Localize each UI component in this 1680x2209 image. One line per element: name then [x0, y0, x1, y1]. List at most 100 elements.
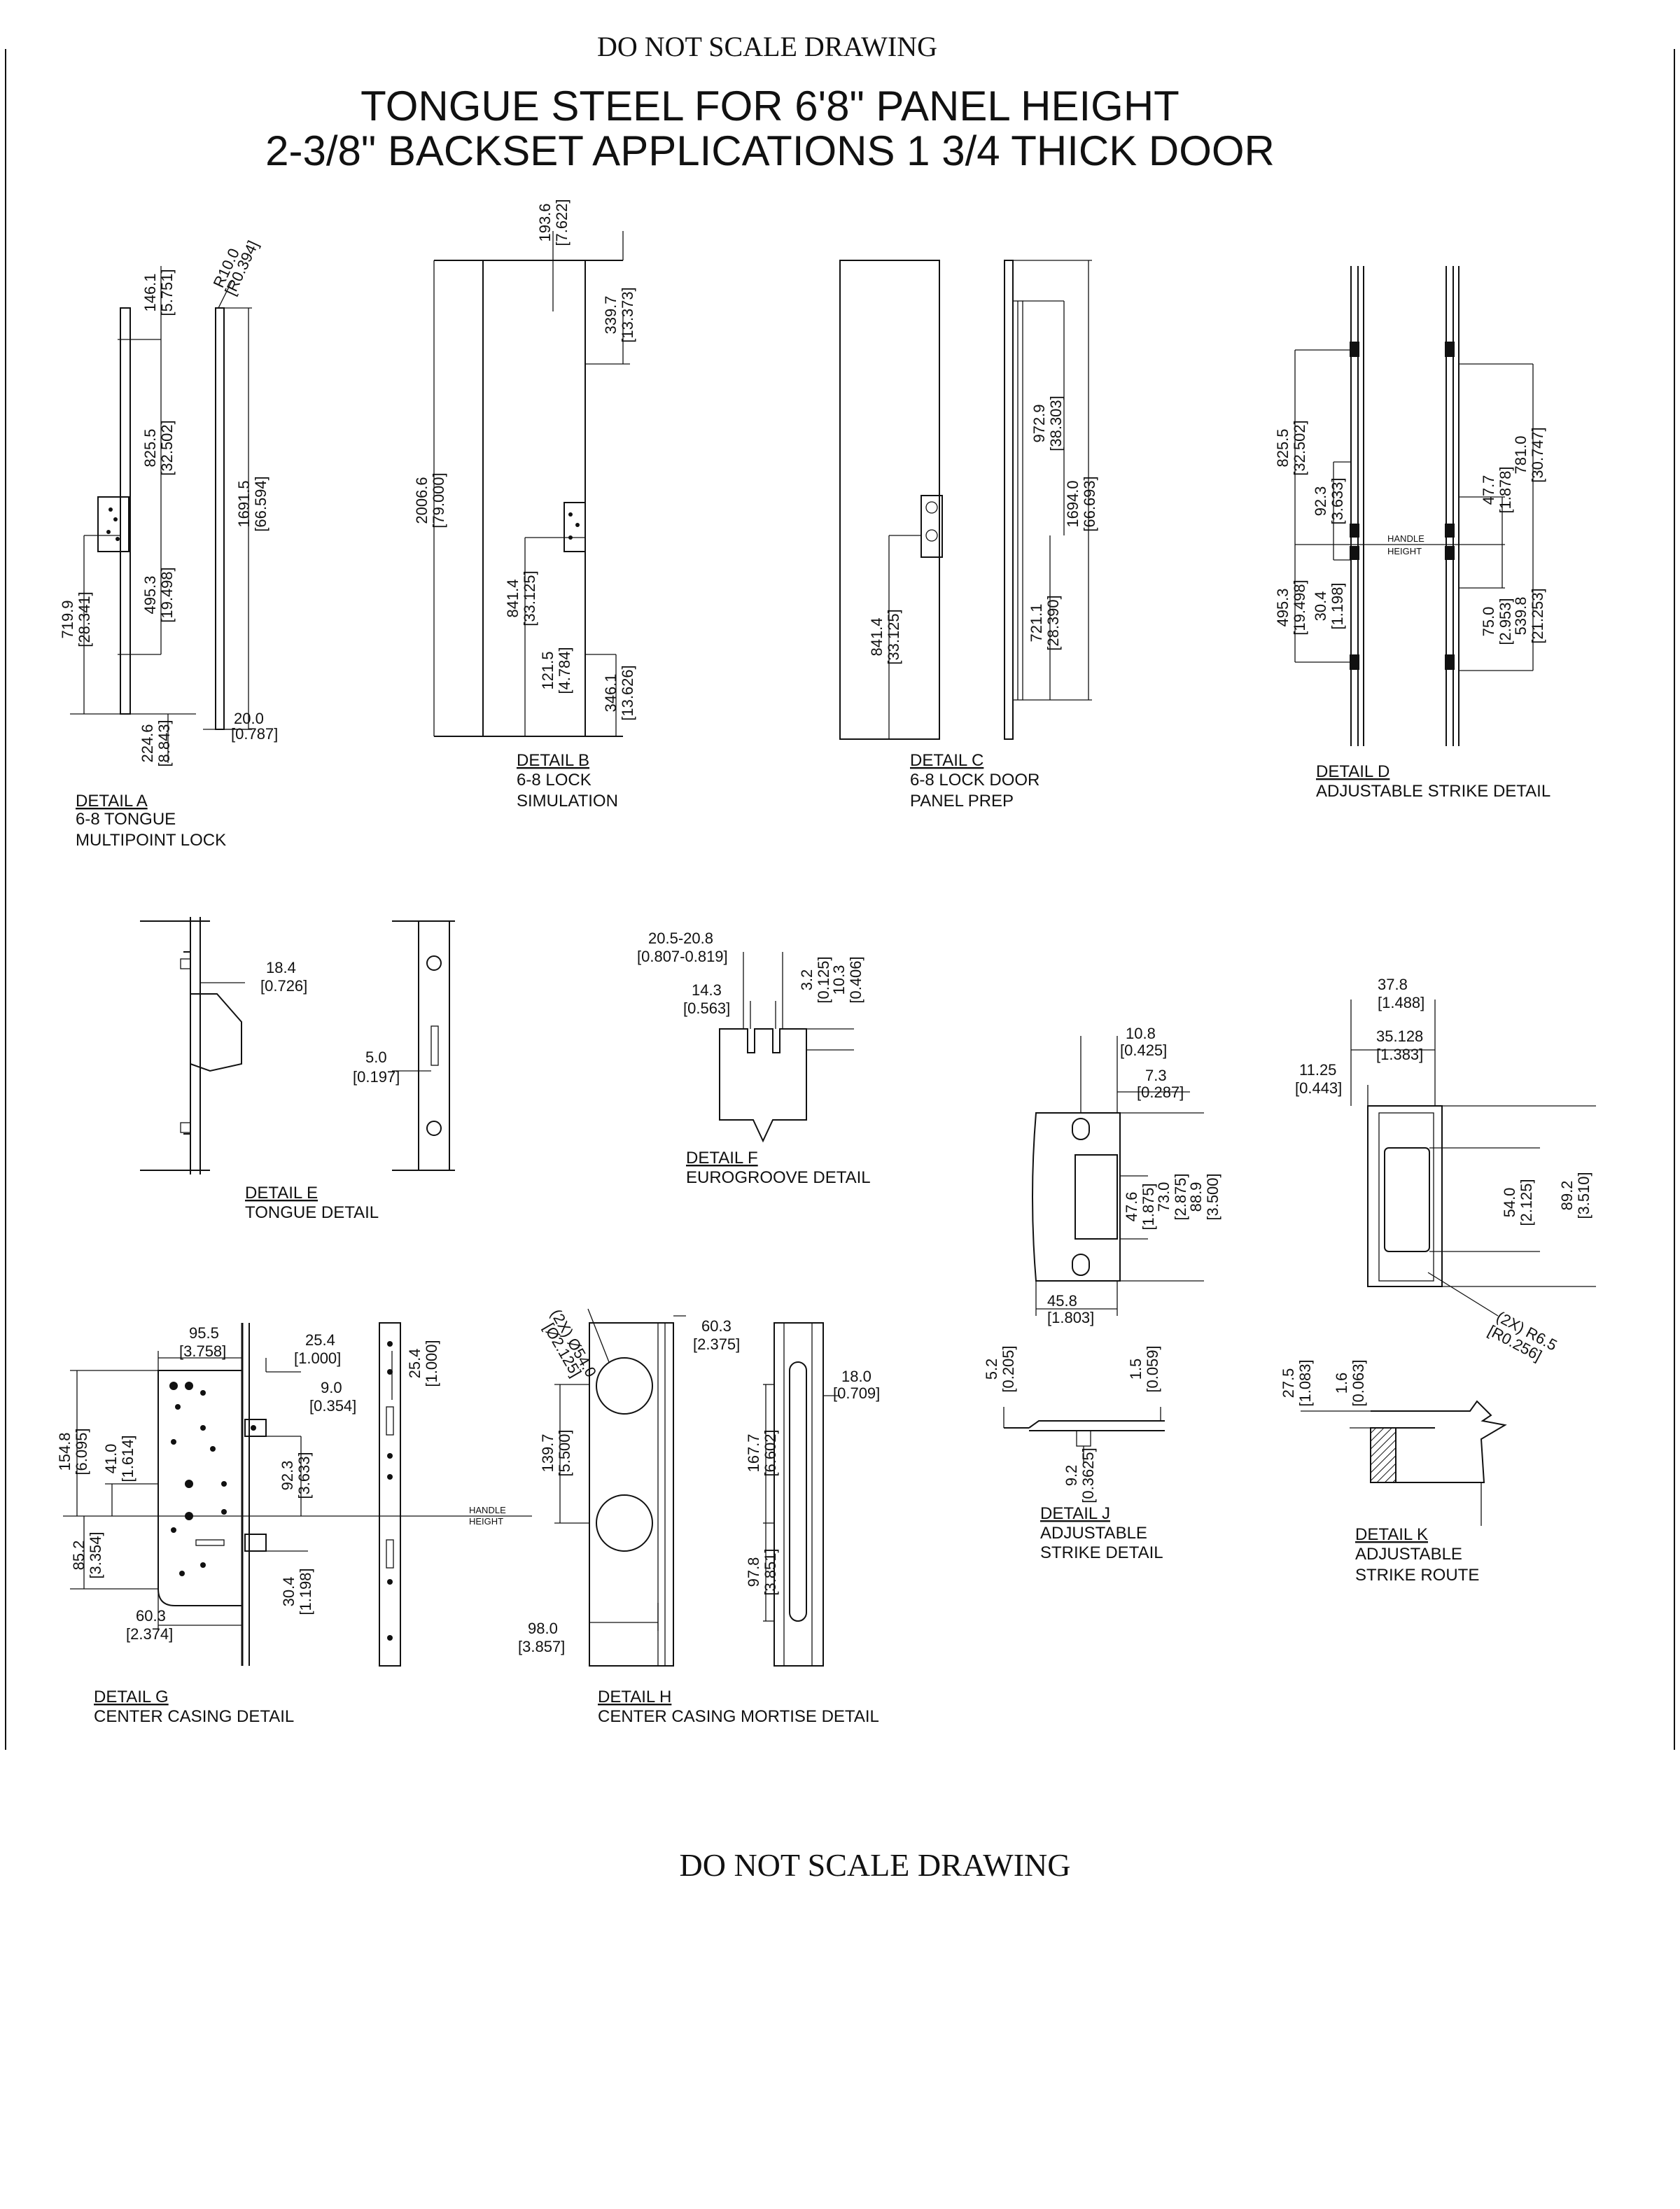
dim-k-1: 1.6: [1333, 1373, 1350, 1394]
detail-j: 10.8 [0.425] 7.3 [0.287] 47.6 [1.875] 73…: [983, 1025, 1222, 1562]
detail-h-mortise-front: [589, 1322, 674, 1667]
dim-k-35-in: [1.383]: [1376, 1046, 1423, 1063]
dim-c-1694: 1694.0: [1064, 480, 1082, 527]
dim-h-98-in: [3.857]: [518, 1638, 565, 1655]
detail-d-line1: ADJUSTABLE STRIKE DETAIL: [1316, 782, 1550, 801]
dim-j-73-in: [2.875]: [1172, 1173, 1189, 1220]
dim-a-224-in: [8.843]: [155, 720, 173, 766]
dim-e-5: 5.0: [365, 1049, 387, 1066]
dim-g-95-in: [3.758]: [179, 1342, 226, 1360]
dim-j-45-in: [1.803]: [1047, 1309, 1094, 1326]
do-not-scale-note-top: DO NOT SCALE DRAWING: [597, 31, 937, 62]
dim-h-60-in: [2.375]: [693, 1335, 740, 1353]
dim-a-146-in: [5.751]: [158, 269, 176, 316]
detail-d-left-rail: [1350, 266, 1364, 746]
dim-b-339: 339.7: [602, 295, 620, 334]
dim-d-825-in: [32.502]: [1291, 420, 1308, 476]
dim-g-30: 30.4: [280, 1577, 298, 1607]
dim-a-224: 224.6: [139, 724, 156, 762]
detail-c: 972.9 [38.303] 1694.0 [66.693] 841.4 [33…: [839, 260, 1098, 811]
dim-j-10: 10.8: [1126, 1025, 1156, 1042]
dim-h-18-in: [0.709]: [833, 1384, 880, 1402]
dim-b-193-in: [7.622]: [553, 199, 570, 246]
detail-k-label: DETAIL K: [1355, 1525, 1428, 1544]
dim-k-89: 89.2: [1558, 1181, 1576, 1211]
dim-d-539: 539.8: [1512, 596, 1530, 635]
detail-a-label: DETAIL A: [76, 792, 148, 811]
detail-b: 193.6 [7.622] 339.7 [13.373] 2006.6 [79.…: [413, 199, 636, 811]
dim-g-95: 95.5: [189, 1324, 219, 1342]
detail-k-route-section: [1370, 1400, 1507, 1526]
dim-h-139-in: [5.500]: [556, 1429, 573, 1476]
dim-g-85: 85.2: [70, 1541, 88, 1571]
drawing-title-line-1: TONGUE STEEL FOR 6'8" PANEL HEIGHT: [360, 83, 1180, 129]
dim-f-10: 10.3: [830, 965, 848, 995]
dim-g-25b: 25.4: [406, 1349, 424, 1379]
dim-d-30: 30.4: [1312, 591, 1329, 622]
dim-g-25a-in: [1.000]: [294, 1349, 341, 1367]
dim-c-841-in: [33.125]: [885, 609, 902, 665]
dim-c-721: 721.1: [1028, 603, 1045, 642]
do-not-scale-note-bottom: DO NOT SCALE DRAWING: [680, 1847, 1071, 1883]
dim-j-9: 9.2: [1063, 1465, 1080, 1487]
dim-g-30-in: [1.198]: [297, 1568, 314, 1615]
dim-g-25b-in: [1.000]: [423, 1340, 440, 1387]
detail-f-groove-section: [719, 1028, 807, 1143]
detail-b-label: DETAIL B: [517, 751, 589, 770]
dim-j-47-in: [1.875]: [1140, 1183, 1157, 1230]
detail-g-line1: CENTER CASING DETAIL: [94, 1707, 294, 1726]
detail-c-label: DETAIL C: [910, 751, 983, 770]
dim-c-1694-in: [66.693]: [1081, 476, 1098, 532]
dim-g-25a: 25.4: [305, 1331, 335, 1349]
detail-k: 37.8 [1.488] 35.128 [1.383] 11.25 [0.443…: [1280, 976, 1596, 1585]
dim-f-14-in: [0.563]: [683, 1000, 730, 1017]
detail-f: 20.5-20.8 [0.807-0.819] 14.3 [0.563] 3.2…: [637, 930, 871, 1187]
detail-f-label: DETAIL F: [686, 1149, 758, 1167]
dim-a-825-in: [32.502]: [158, 420, 176, 476]
dim-f-3-in: [0.125]: [815, 956, 832, 1003]
dim-h-167: 167.7: [745, 1433, 762, 1472]
dim-c-841: 841.4: [868, 617, 886, 656]
detail-h-line1: CENTER CASING MORTISE DETAIL: [598, 1707, 879, 1726]
detail-c-line2: PANEL PREP: [910, 792, 1014, 811]
detail-j-line1: ADJUSTABLE: [1040, 1524, 1147, 1543]
detail-d: HANDLE HEIGHT 825.5 [32.502] 92.3 [3.633…: [1274, 266, 1550, 801]
dim-k-89-in: [3.510]: [1575, 1172, 1592, 1219]
dim-j-5-in: [0.205]: [1000, 1345, 1017, 1392]
detail-d-height-label: HEIGHT: [1387, 546, 1422, 556]
dim-g-92-in: [3.633]: [295, 1452, 313, 1499]
dim-g-60: 60.3: [136, 1607, 166, 1625]
dim-b-121: 121.5: [539, 651, 556, 689]
detail-g-handle-label: HANDLE: [469, 1505, 506, 1515]
dim-b-346: 346.1: [602, 673, 620, 712]
detail-h-label: DETAIL H: [598, 1688, 671, 1706]
dim-j-1: 1.5: [1127, 1359, 1144, 1380]
dim-h-18: 18.0: [841, 1368, 872, 1385]
detail-b-line1: 6-8 LOCK: [517, 771, 592, 790]
dim-j-88: 88.9: [1187, 1182, 1205, 1212]
dim-d-75: 75.0: [1480, 607, 1497, 637]
dim-d-47-in: [1.878]: [1497, 466, 1514, 513]
dim-k-35: 35.128: [1376, 1028, 1423, 1045]
dim-g-9-in: [0.354]: [309, 1397, 356, 1415]
detail-d-label: DETAIL D: [1316, 762, 1390, 781]
dim-f-20: 20.5-20.8: [648, 930, 713, 947]
detail-c-door-panel: [839, 260, 943, 740]
detail-c-line1: 6-8 LOCK DOOR: [910, 771, 1040, 790]
dim-k-37: 37.8: [1378, 976, 1408, 993]
dim-j-7-in: [0.287]: [1137, 1084, 1184, 1101]
dim-e-18: 18.4: [266, 959, 296, 976]
dim-h-167-in: [6.602]: [762, 1429, 779, 1476]
detail-g-label: DETAIL G: [94, 1688, 169, 1706]
detail-k-line2: STRIKE ROUTE: [1355, 1566, 1479, 1585]
dim-j-7: 7.3: [1145, 1067, 1167, 1084]
dim-j-45: 45.8: [1047, 1292, 1077, 1310]
dim-g-154-in: [6.095]: [73, 1428, 90, 1475]
dim-h-139: 139.7: [539, 1433, 556, 1472]
dim-a-1691-in: [66.594]: [252, 476, 270, 532]
dim-f-10-in: [0.406]: [847, 956, 864, 1003]
dim-a-146: 146.1: [141, 273, 159, 311]
dim-h-98: 98.0: [528, 1620, 558, 1637]
dim-k-54-in: [2.125]: [1518, 1179, 1535, 1226]
